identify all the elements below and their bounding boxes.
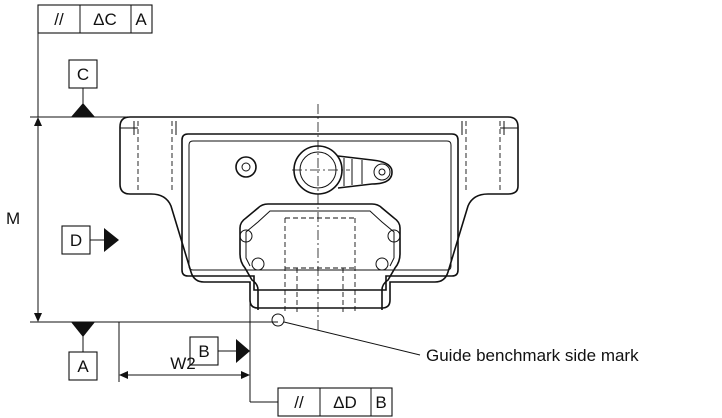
datum-c-triangle: [71, 103, 95, 117]
feature-control-frame-top: // ΔC A: [37, 4, 153, 117]
datum-a-marker: A: [68, 322, 98, 381]
datum-d-marker: D: [61, 225, 119, 255]
datum-a-box: [68, 351, 98, 381]
rail-profile: [239, 203, 401, 310]
datum-c-label: C: [77, 65, 89, 84]
datum-b-triangle: [236, 339, 250, 363]
fcf-bottom-outline: [277, 387, 393, 417]
fcf-top-datum-ref: A: [135, 10, 147, 29]
benchmark-callout: Guide benchmark side mark: [283, 321, 639, 365]
callout-text: Guide benchmark side mark: [426, 346, 639, 365]
datum-b-marker: B: [189, 336, 250, 366]
end-seal-plate: [181, 133, 459, 291]
callout-leader: [283, 321, 421, 356]
fcf-top-tolerance: ΔC: [93, 10, 117, 29]
fcf-bottom-parallelism-symbol: //: [294, 393, 304, 412]
dimension-m: M: [6, 117, 42, 322]
datum-a-triangle: [71, 322, 95, 337]
benchmark-side-mark: [271, 313, 285, 327]
datum-a-label: A: [77, 357, 89, 376]
datum-d-label: D: [70, 231, 82, 250]
fcf-bottom-tolerance: ΔD: [333, 393, 357, 412]
dimension-m-label: M: [6, 209, 20, 228]
dimension-w2: W2: [118, 295, 251, 382]
linear-guide-block: [119, 104, 519, 330]
datum-d-triangle: [104, 228, 119, 252]
datum-b-label: B: [198, 342, 209, 361]
socket-screw: [235, 156, 257, 178]
datum-c-marker: C: [68, 59, 98, 117]
feature-control-frame-bottom: // ΔD B: [249, 382, 393, 417]
fcf-top-outline: [37, 4, 153, 34]
fcf-top-parallelism-symbol: //: [54, 10, 64, 29]
datum-c-box: [68, 59, 98, 89]
dimension-w2-label: W2: [170, 354, 196, 373]
fcf-bottom-datum-ref: B: [375, 393, 386, 412]
